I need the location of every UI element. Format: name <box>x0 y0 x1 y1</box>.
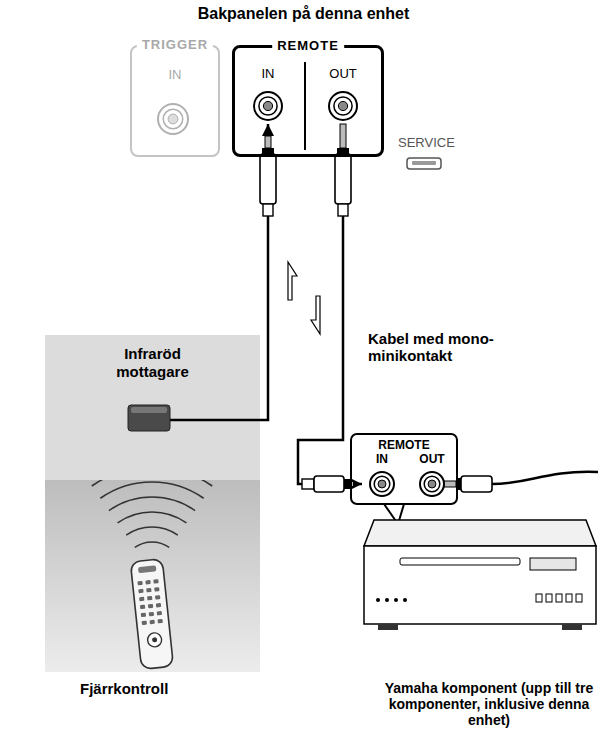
direction-arrow <box>311 296 320 334</box>
panel-divider <box>304 62 306 150</box>
component-label: Yamaha komponent (upp till tre komponent… <box>376 680 602 728</box>
jack-socket: OUT <box>410 452 454 498</box>
direction-arrow <box>288 262 297 300</box>
floor <box>45 480 260 672</box>
group-heading: REMOTE <box>272 38 344 53</box>
callout-bubble: REMOTEIN OUT <box>350 433 458 505</box>
receiver-area: Infraröd mottagare <box>45 335 260 480</box>
panel-group-box: REMOTEINOUT <box>232 45 384 157</box>
port-label: SERVICE <box>398 136 478 151</box>
jack-label: OUT <box>410 452 454 466</box>
jack-socket: IN <box>362 452 402 498</box>
jack-label: OUT <box>321 66 365 81</box>
cable-connector <box>298 124 362 484</box>
mini-plug <box>302 476 353 492</box>
remote-label: Fjärrkontroll <box>80 680 210 697</box>
mini-plug <box>335 124 351 216</box>
audio-component <box>364 520 596 630</box>
jack-drawing <box>130 45 220 177</box>
jack-label: IN <box>362 452 402 466</box>
cable-label: Kabel med mono-minikontakt <box>368 330 518 365</box>
jack-label: IN <box>132 67 218 82</box>
remote-control <box>130 559 173 670</box>
jack-label: IN <box>246 66 290 81</box>
mini-plug <box>260 136 276 216</box>
receiver-label: Infraröd mottagare <box>98 345 208 381</box>
second-cable <box>444 472 598 492</box>
group-heading: REMOTE <box>352 438 456 452</box>
diagram-title: Bakpanelen på denna enhet <box>0 5 607 23</box>
usb-port <box>407 158 441 169</box>
jack-socket: IN <box>246 66 290 124</box>
group-heading: TRIGGER <box>137 37 213 52</box>
jack-socket: OUT <box>321 66 365 124</box>
panel-group-box: TRIGGERIN <box>130 45 220 157</box>
